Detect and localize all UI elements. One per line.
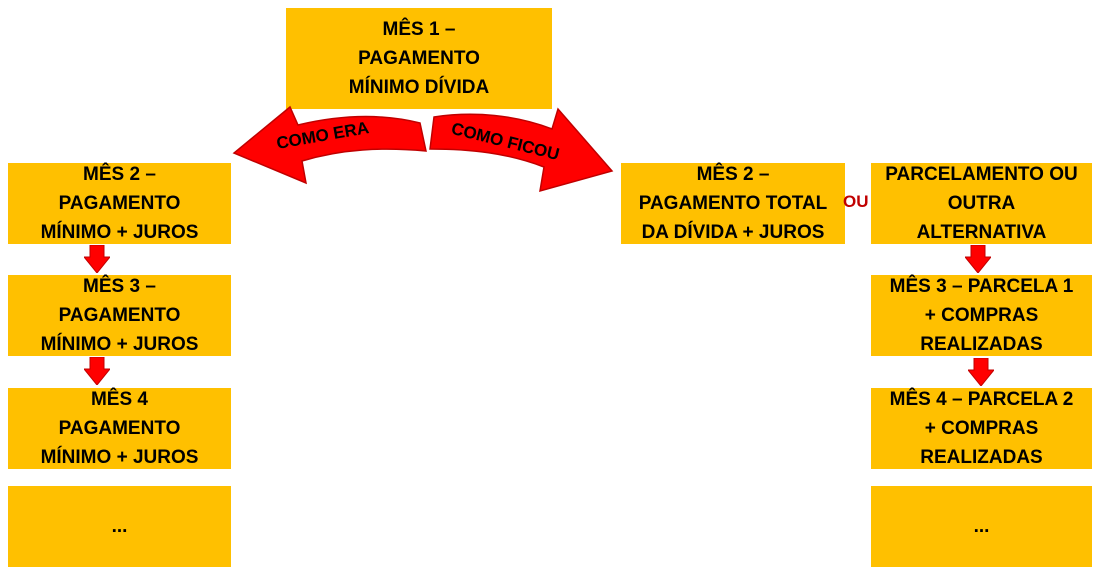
middle-month2-text: MÊS 2 – PAGAMENTO TOTAL DA DÍVIDA + JURO… (638, 164, 828, 243)
left-month4-text: MÊS 4 PAGAMENTO MÍNIMO + JUROS (40, 389, 199, 468)
left-month2-text: MÊS 2 – PAGAMENTO MÍNIMO + JUROS (40, 164, 199, 243)
right-installment-box: PARCELAMENTO OU OUTRA ALTERNATIVA (871, 163, 1092, 244)
left-month2-box: MÊS 2 – PAGAMENTO MÍNIMO + JUROS (8, 163, 231, 244)
left-down-arrow-2 (84, 357, 110, 385)
right-month3-box: MÊS 3 – PARCELA 1 + COMPRAS REALIZADAS (871, 275, 1092, 356)
middle-month2-box: MÊS 2 – PAGAMENTO TOTAL DA DÍVIDA + JURO… (621, 163, 845, 244)
right-month4-box: MÊS 4 – PARCELA 2 + COMPRAS REALIZADAS (871, 388, 1092, 469)
right-month3-text: MÊS 3 – PARCELA 1 + COMPRAS REALIZADAS (889, 276, 1074, 355)
left-month3-text: MÊS 3 – PAGAMENTO MÍNIMO + JUROS (40, 276, 199, 355)
month1-box: MÊS 1 – PAGAMENTO MÍNIMO DÍVIDA (286, 8, 552, 109)
right-continuation-box: ... (871, 486, 1092, 567)
right-continuation-text: ... (973, 516, 990, 537)
or-label: OU (843, 192, 869, 211)
left-continuation-box: ... (8, 486, 231, 567)
right-down-arrow-1 (965, 245, 991, 273)
left-down-arrow-1 (84, 245, 110, 273)
left-continuation-text: ... (111, 516, 128, 537)
left-month4-box: MÊS 4 PAGAMENTO MÍNIMO + JUROS (8, 388, 231, 469)
como-era-arrow (232, 105, 427, 185)
left-month3-box: MÊS 3 – PAGAMENTO MÍNIMO + JUROS (8, 275, 231, 356)
como-ficou-arrow (429, 107, 614, 193)
right-month4-text: MÊS 4 – PARCELA 2 + COMPRAS REALIZADAS (889, 389, 1074, 468)
right-down-arrow-2 (968, 358, 994, 386)
month1-text: MÊS 1 – PAGAMENTO MÍNIMO DÍVIDA (348, 19, 490, 98)
right-installment-text: PARCELAMENTO OU OUTRA ALTERNATIVA (885, 164, 1078, 243)
